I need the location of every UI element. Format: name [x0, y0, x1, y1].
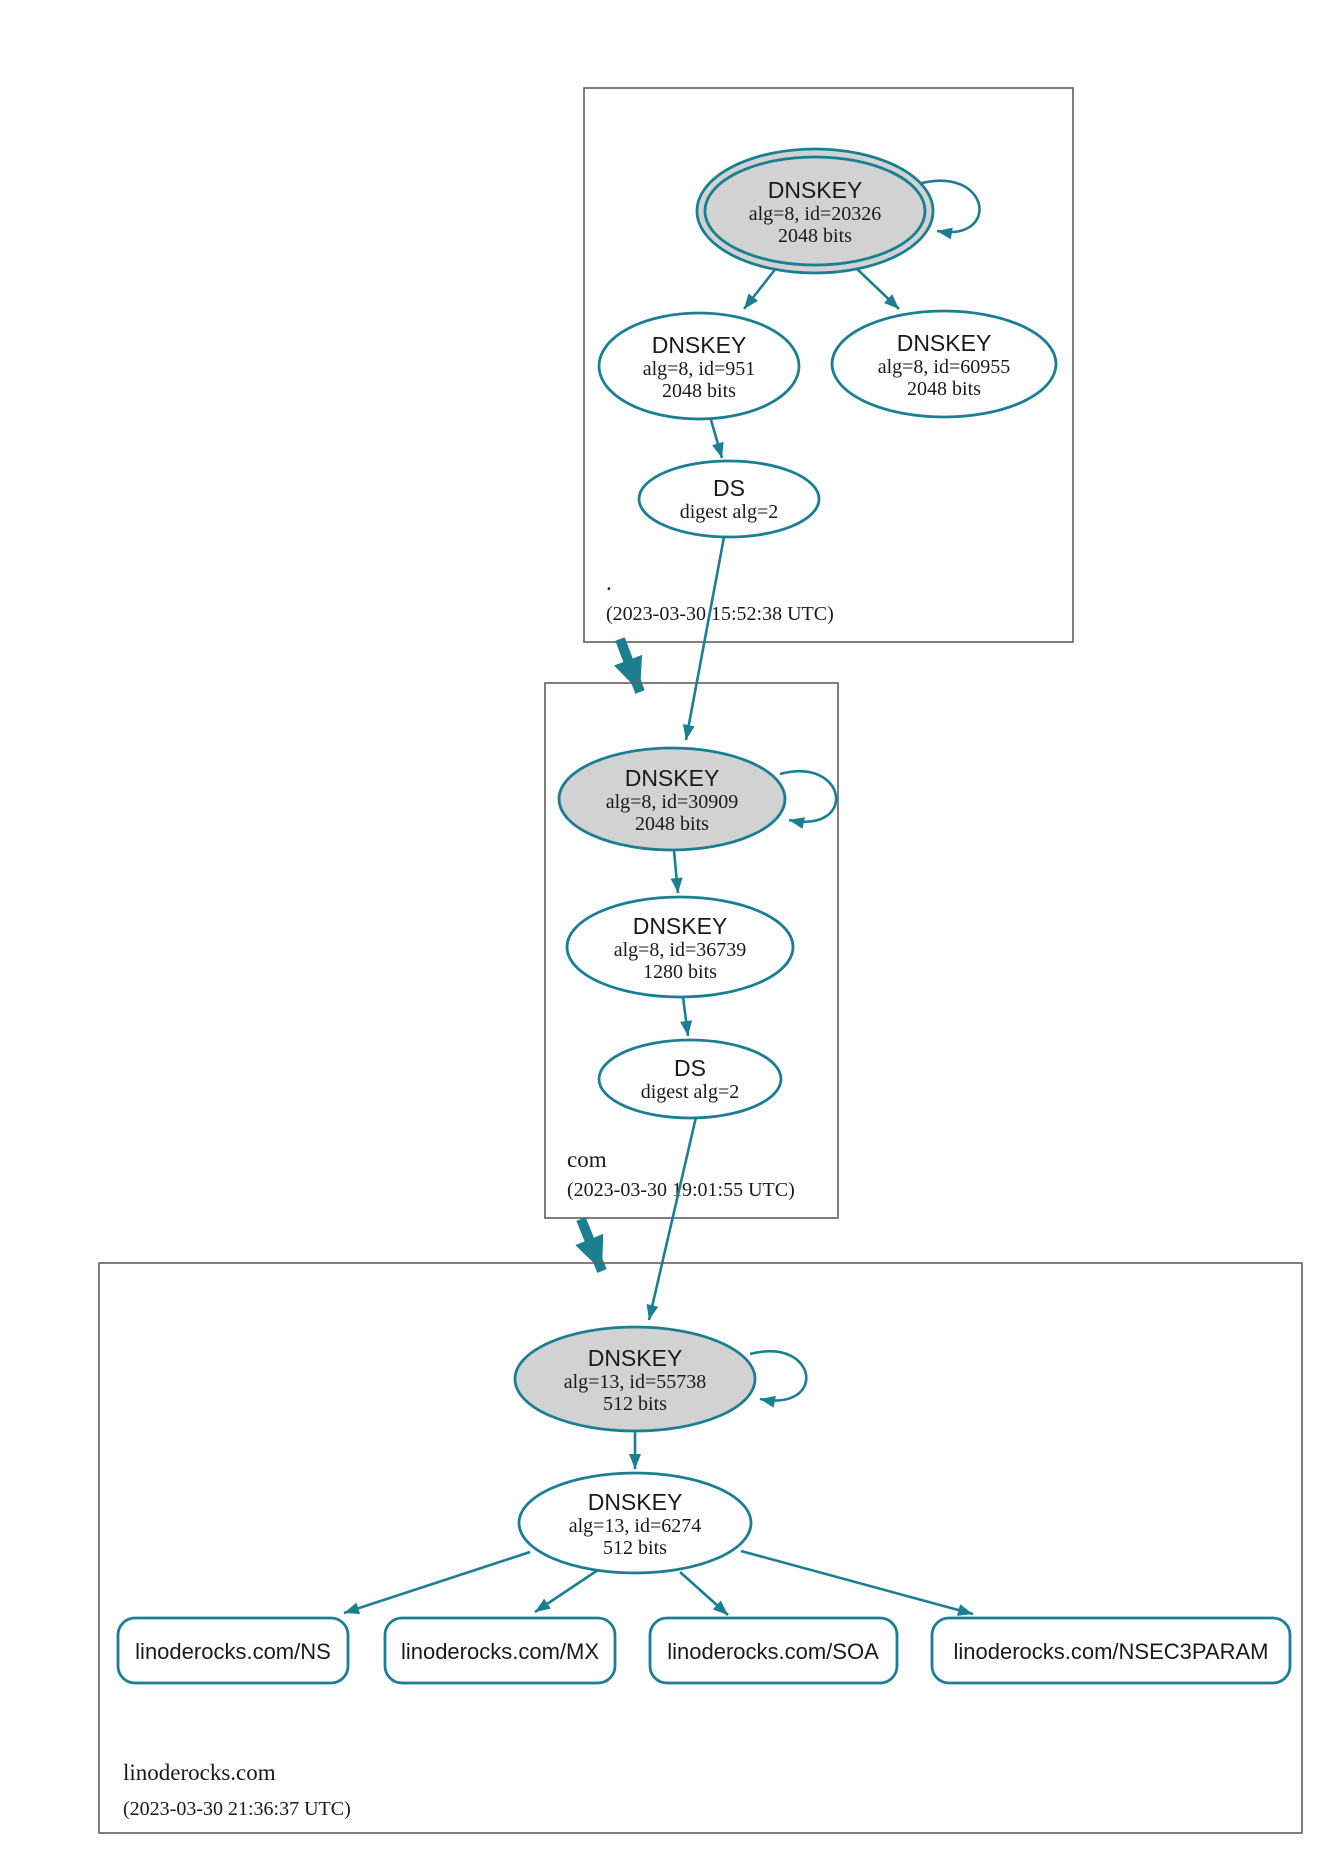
com-ds-ellipse	[597, 1038, 783, 1120]
node-rrset-mx: linoderocks.com/MX	[383, 1616, 617, 1685]
root-ksk-outer-ellipse	[695, 147, 935, 275]
lr-zsk-type: DNSKEY	[588, 1489, 683, 1515]
com-ksk-bits: 2048 bits	[635, 813, 709, 835]
node-com-zsk: DNSKEY alg=8, id=36739 1280 bits	[565, 895, 795, 999]
edge-root-ksk-to-zsk60955	[855, 267, 900, 310]
com-ksk-detail: alg=8, id=30909	[606, 791, 739, 813]
edge-lr-ksk-self-loop	[749, 1350, 808, 1408]
node-com-ds: DS digest alg=2	[597, 1038, 783, 1120]
root-ds-ellipse	[637, 459, 821, 539]
node-com-ksk: DNSKEY alg=8, id=30909 2048 bits	[557, 746, 787, 852]
node-lr-ksk: DNSKEY alg=13, id=55738 512 bits	[513, 1325, 757, 1433]
com-zsk-detail: alg=8, id=36739	[614, 939, 747, 961]
rrset-ns-label: linoderocks.com/NS	[135, 1639, 331, 1664]
com-ksk-ellipse	[557, 746, 787, 852]
node-rrset-soa: linoderocks.com/SOA	[648, 1616, 899, 1685]
com-ds-detail: digest alg=2	[641, 1081, 740, 1103]
zone-root-label: .	[606, 570, 612, 595]
node-root-ds: DS digest alg=2	[637, 459, 821, 539]
root-ksk-type: DNSKEY	[768, 177, 863, 203]
com-zsk-ellipse	[565, 895, 795, 999]
node-rrset-ns: linoderocks.com/NS	[116, 1616, 350, 1685]
edge-lr-zsk-to-nsec3param	[740, 1549, 974, 1616]
delegation-arrow-root-to-com	[613, 637, 645, 694]
root-ds-detail: digest alg=2	[680, 501, 779, 523]
zone-com-timestamp: (2023-03-30 19:01:55 UTC)	[567, 1179, 795, 1201]
root-zsk951-bits: 2048 bits	[662, 380, 736, 402]
node-root-zsk60955: DNSKEY alg=8, id=60955 2048 bits	[830, 309, 1058, 419]
zone-com-label: com	[567, 1147, 607, 1172]
edge-root-ksk-to-zsk951	[742, 266, 779, 310]
com-ksk-type: DNSKEY	[625, 765, 720, 791]
node-lr-zsk: DNSKEY alg=13, id=6274 512 bits	[517, 1471, 753, 1575]
zone-root-box	[583, 87, 1074, 643]
root-ksk-detail: alg=8, id=20326	[749, 203, 882, 225]
root-zsk951-ellipse	[597, 311, 801, 421]
edge-root-ksk-self-loop	[917, 179, 981, 240]
com-zsk-type: DNSKEY	[633, 913, 728, 939]
edge-com-ksk-self-loop	[779, 770, 838, 829]
root-zsk951-type: DNSKEY	[652, 332, 747, 358]
lr-ksk-type: DNSKEY	[588, 1345, 683, 1371]
root-zsk60955-type: DNSKEY	[897, 330, 992, 356]
com-zsk-bits: 1280 bits	[643, 961, 717, 983]
edge-root-zsk951-to-ds	[709, 419, 724, 459]
edge-root-ds-to-com-ksk	[682, 536, 726, 741]
zone-root-timestamp: (2023-03-30 15:52:38 UTC)	[606, 603, 834, 625]
edge-lr-zsk-to-mx	[534, 1568, 599, 1614]
root-zsk60955-bits: 2048 bits	[907, 378, 981, 400]
root-ksk-inner-ellipse	[703, 155, 927, 267]
root-zsk60955-detail: alg=8, id=60955	[878, 356, 1011, 378]
rrset-mx-label: linoderocks.com/MX	[401, 1639, 599, 1664]
lr-zsk-bits: 512 bits	[603, 1537, 667, 1559]
rrset-ns-box	[116, 1616, 350, 1685]
root-zsk60955-ellipse	[830, 309, 1058, 419]
zone-com-box	[544, 682, 839, 1219]
root-ksk-bits: 2048 bits	[778, 225, 852, 247]
zone-linoderocks-box	[98, 1262, 1303, 1834]
edge-com-ds-to-linoderocks-ksk	[646, 1116, 698, 1321]
com-ds-type: DS	[674, 1055, 706, 1081]
lr-ksk-bits: 512 bits	[603, 1393, 667, 1415]
lr-ksk-ellipse	[513, 1325, 757, 1433]
edge-com-ksk-to-zsk	[670, 850, 683, 894]
root-zsk951-detail: alg=8, id=951	[643, 358, 756, 380]
zone-linoderocks-timestamp: (2023-03-30 21:36:37 UTC)	[123, 1798, 351, 1820]
zone-linoderocks-label: linoderocks.com	[123, 1760, 276, 1785]
edge-com-zsk-to-ds	[680, 996, 693, 1037]
rrset-soa-label: linoderocks.com/SOA	[667, 1639, 879, 1664]
rrset-nsec3param-box	[930, 1616, 1292, 1685]
zone-com: DNSKEY alg=8, id=30909 2048 bits DNSKEY …	[544, 682, 839, 1219]
lr-zsk-ellipse	[517, 1471, 753, 1575]
edge-lr-zsk-to-soa	[679, 1571, 729, 1616]
edge-lr-zsk-to-ns	[343, 1550, 531, 1615]
rrset-soa-box	[648, 1616, 899, 1685]
zone-linoderocks: DNSKEY alg=13, id=55738 512 bits DNSKEY …	[98, 1262, 1303, 1834]
rrset-mx-box	[383, 1616, 617, 1685]
node-root-zsk951: DNSKEY alg=8, id=951 2048 bits	[597, 311, 801, 421]
node-root-ksk: DNSKEY alg=8, id=20326 2048 bits	[695, 147, 935, 275]
root-ds-type: DS	[713, 475, 745, 501]
node-rrset-nsec3param: linoderocks.com/NSEC3PARAM	[930, 1616, 1292, 1685]
lr-ksk-detail: alg=13, id=55738	[564, 1371, 707, 1393]
lr-zsk-detail: alg=13, id=6274	[569, 1515, 702, 1537]
zone-root: DNSKEY alg=8, id=20326 2048 bits DNSKEY …	[583, 87, 1074, 643]
rrset-nsec3param-label: linoderocks.com/NSEC3PARAM	[953, 1639, 1268, 1664]
